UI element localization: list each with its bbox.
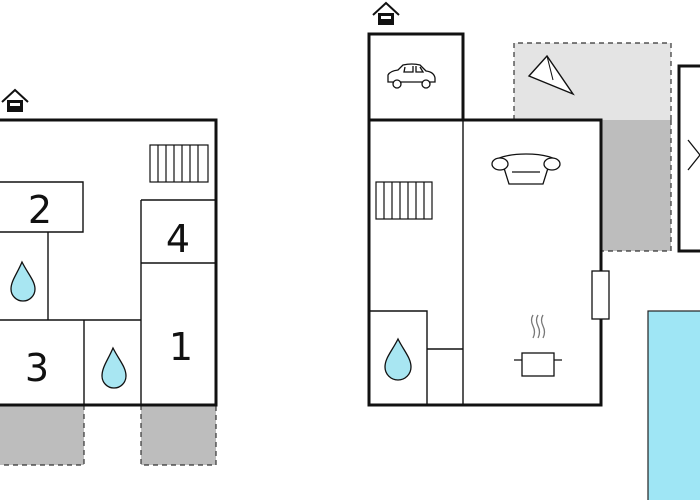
terrace-side bbox=[601, 120, 671, 251]
right-floor-outer-wall bbox=[367, 118, 603, 407]
right-floor-interior-walls bbox=[369, 120, 464, 405]
left-floor-interior-walls bbox=[0, 181, 216, 405]
stairs-icon bbox=[375, 181, 433, 220]
terrace-bottom-right bbox=[141, 405, 216, 465]
water-drop-icon bbox=[384, 337, 412, 381]
water-drop-icon bbox=[10, 260, 36, 302]
entrance-house-icon bbox=[1, 88, 29, 112]
window bbox=[591, 270, 610, 320]
room-number-2: 2 bbox=[28, 188, 52, 232]
car-icon bbox=[387, 63, 436, 89]
tent-icon bbox=[687, 139, 700, 171]
room-number-1: 1 bbox=[169, 325, 193, 369]
room-number-4: 4 bbox=[166, 217, 190, 261]
water-drop-icon bbox=[101, 346, 127, 389]
stairs-icon bbox=[149, 144, 209, 183]
terrace-top bbox=[514, 43, 671, 120]
terrace-bottom-left bbox=[0, 405, 84, 465]
tent-icon bbox=[527, 54, 575, 96]
sofa-icon bbox=[491, 153, 561, 185]
outbuilding-wall bbox=[677, 64, 700, 253]
entrance-house-icon bbox=[372, 1, 400, 25]
cooking-pot-icon bbox=[514, 314, 562, 377]
room-number-3: 3 bbox=[25, 346, 49, 390]
pool bbox=[647, 310, 700, 500]
